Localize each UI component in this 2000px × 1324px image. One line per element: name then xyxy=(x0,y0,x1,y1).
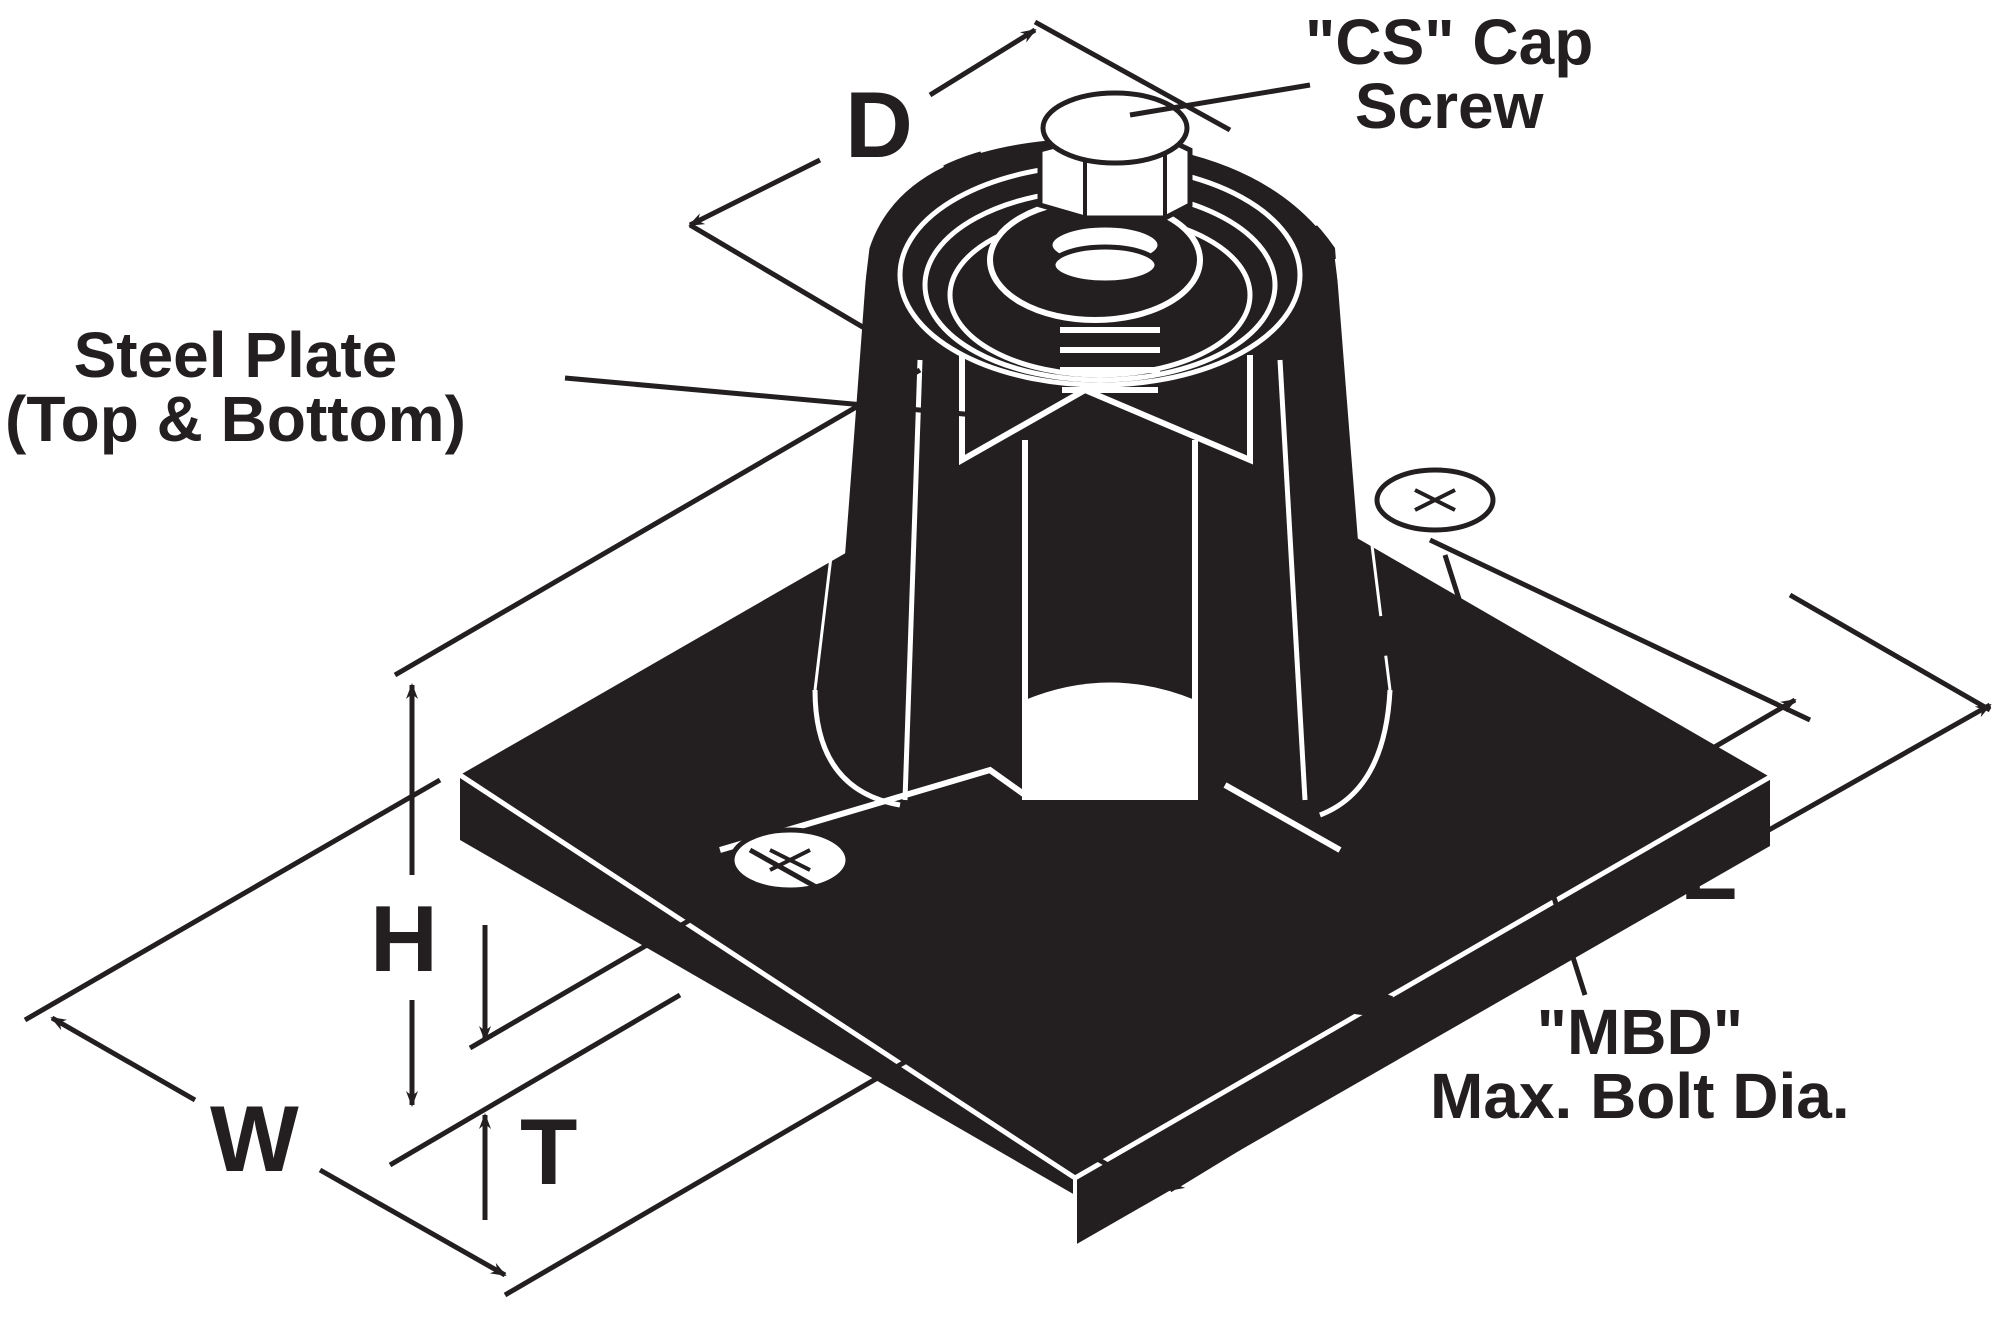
steel-plate-leader xyxy=(564,375,976,418)
threaded-stud xyxy=(1060,327,1160,393)
l-dimension-line xyxy=(1758,702,1992,838)
cap-screw-callout-line1: "CS" Cap xyxy=(1305,6,1594,78)
steel-plate-callout-line1: Steel Plate xyxy=(73,319,398,391)
dimension-label-t: T xyxy=(520,1099,578,1204)
mbd-callout: "MBD" Max. Bolt Dia. xyxy=(1430,1000,1850,1128)
steel-plate-callout: Steel Plate (Top & Bottom) xyxy=(5,323,466,451)
cap-screw-leader xyxy=(1129,82,1311,118)
bolt-hole-right xyxy=(1374,467,1496,533)
bolt-hole-left xyxy=(729,827,851,893)
dimension-label-bc: BC xyxy=(1260,929,1396,1034)
cap-screw-callout-line2: Screw xyxy=(1354,70,1544,142)
d-dimension-line-2 xyxy=(928,27,1037,98)
d-dimension-line xyxy=(688,157,822,228)
dimension-label-h: H xyxy=(370,886,438,991)
mbd-callout-line1: "MBD" xyxy=(1536,996,1744,1068)
mbd-leader xyxy=(1442,554,1588,996)
dimension-label-l: L xyxy=(1680,814,1738,919)
steel-plate-callout-line2: (Top & Bottom) xyxy=(5,383,466,455)
bc-dimension-line xyxy=(1408,697,1797,928)
w-dimension-line xyxy=(50,1015,197,1103)
dimension-label-d: D xyxy=(845,72,913,177)
dimension-lines xyxy=(23,19,1992,1298)
mbd-callout-line2: Max. Bolt Dia. xyxy=(1430,1060,1850,1132)
cap-screw-callout: "CS" Cap Screw xyxy=(1305,10,1593,138)
bc-lower-line xyxy=(1168,882,1672,1193)
dimension-label-w: W xyxy=(210,1086,299,1191)
cap-screw xyxy=(1037,90,1193,286)
